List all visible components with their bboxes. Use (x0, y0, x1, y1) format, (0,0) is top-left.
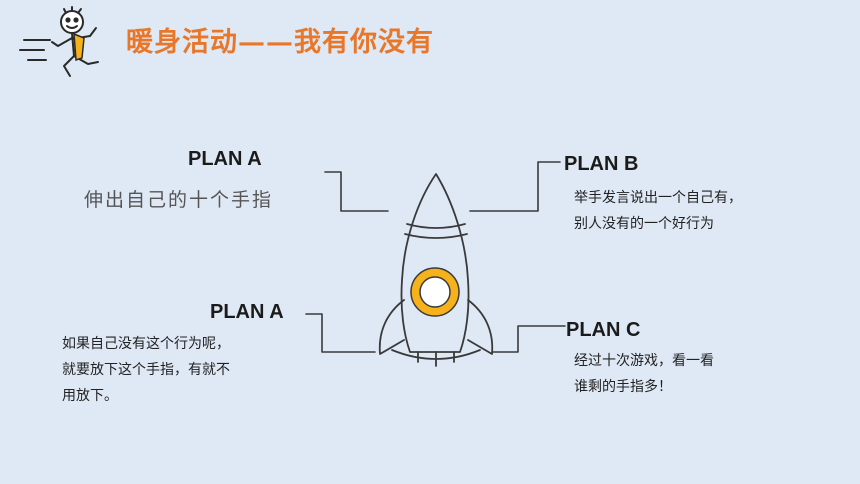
plan-a-top-text: 伸出自己的十个手指 (84, 189, 274, 211)
plan-c-line: 谁剩的手指多！ (574, 379, 672, 395)
plan-a-bottom-text: 如果自己没有这个行为呢， 就要放下这个手指，有就不 用放下。 (62, 331, 230, 409)
plan-c-text: 经过十次游戏，看一看 谁剩的手指多！ (574, 348, 714, 400)
plan-b-line: 举手发言说出一个自己有， (574, 190, 742, 206)
running-mascot-icon (19, 6, 99, 77)
plan-b-text: 举手发言说出一个自己有， 别人没有的一个好行为 (574, 185, 742, 237)
plan-a-top-heading: PLAN A (188, 148, 262, 170)
plan-b-line: 别人没有的一个好行为 (574, 216, 714, 232)
plan-c-line: 经过十次游戏，看一看 (574, 353, 714, 369)
plan-a-bottom-line: 就要放下这个手指，有就不 (62, 362, 230, 378)
plan-a-bottom-heading: PLAN A (210, 301, 284, 323)
plan-a-bottom-line: 如果自己没有这个行为呢， (62, 336, 230, 352)
plan-c-heading: PLAN C (566, 319, 641, 341)
plan-a-bottom-line: 用放下。 (62, 388, 118, 404)
plan-b-heading: PLAN B (564, 153, 639, 175)
slide-title: 暖身活动——我有你没有 (126, 27, 434, 58)
